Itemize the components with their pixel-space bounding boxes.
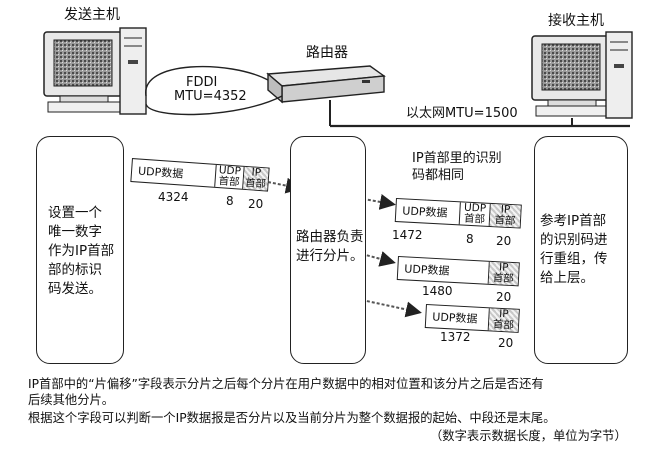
- fragment-1-data-length: 1472: [392, 228, 423, 242]
- fddi-label: FDDI: [186, 75, 218, 90]
- fragment-3-ip-length: 20: [498, 336, 514, 350]
- udp-data-segment: UDP数据: [395, 199, 461, 225]
- footer-line-1: IP首部中的“片偏移”字段表示分片之后每个分片在用户数据中的相对位置和该分片之后…: [28, 377, 544, 391]
- sender-computer-icon: [43, 27, 147, 115]
- udp-data-segment: UDP数据: [131, 159, 217, 187]
- receiver-explanation-box: [534, 136, 628, 364]
- footer-note: （数字表示数据长度，单位为字节）: [430, 429, 627, 443]
- sender-explanation-text: 设置一个 唯一数字 作为IP首部 部的标识 码发送。: [48, 205, 115, 297]
- receiver-explanation-text: 参考IP首部 的识别码进 行重组，传 给上层。: [540, 213, 608, 286]
- identification-note: IP首部里的识别 码都相同: [412, 151, 502, 183]
- footer-line-2: 后续其他分片。: [28, 393, 115, 407]
- original-udp-length: 8: [226, 194, 234, 208]
- original-data-length: 4324: [158, 190, 189, 204]
- router-explanation-box: [290, 136, 366, 364]
- ethernet-mtu-label: 以太网MTU=1500: [406, 106, 518, 121]
- original-ip-length: 20: [248, 197, 264, 211]
- router-label: 路由器: [306, 45, 348, 61]
- router-explanation-text: 路由器负责 进行分片。: [296, 229, 364, 264]
- fragment-2-ip-length: 20: [496, 290, 512, 304]
- receiver-computer-icon: [531, 31, 633, 119]
- sender-explanation-box: [36, 136, 124, 364]
- router-icon: [266, 65, 386, 104]
- fddi-mtu-label: MTU=4352: [174, 89, 247, 104]
- udp-data-segment: UDP数据: [425, 305, 490, 331]
- sender-host-label: 发送主机: [64, 7, 120, 23]
- footer-line-3: 根据这个字段可以判断一个IP数据报是否分片以及当前分片为整个数据报的起始、中段还…: [28, 411, 556, 425]
- receiver-host-label: 接收主机: [548, 13, 604, 29]
- fragment-1-ip-length: 20: [496, 234, 512, 248]
- udp-data-segment: UDP数据: [397, 257, 490, 284]
- fragment-2-data-length: 1480: [422, 284, 453, 298]
- fragment-3-data-length: 1372: [440, 330, 471, 344]
- fragment-1-udp-length: 8: [466, 232, 474, 246]
